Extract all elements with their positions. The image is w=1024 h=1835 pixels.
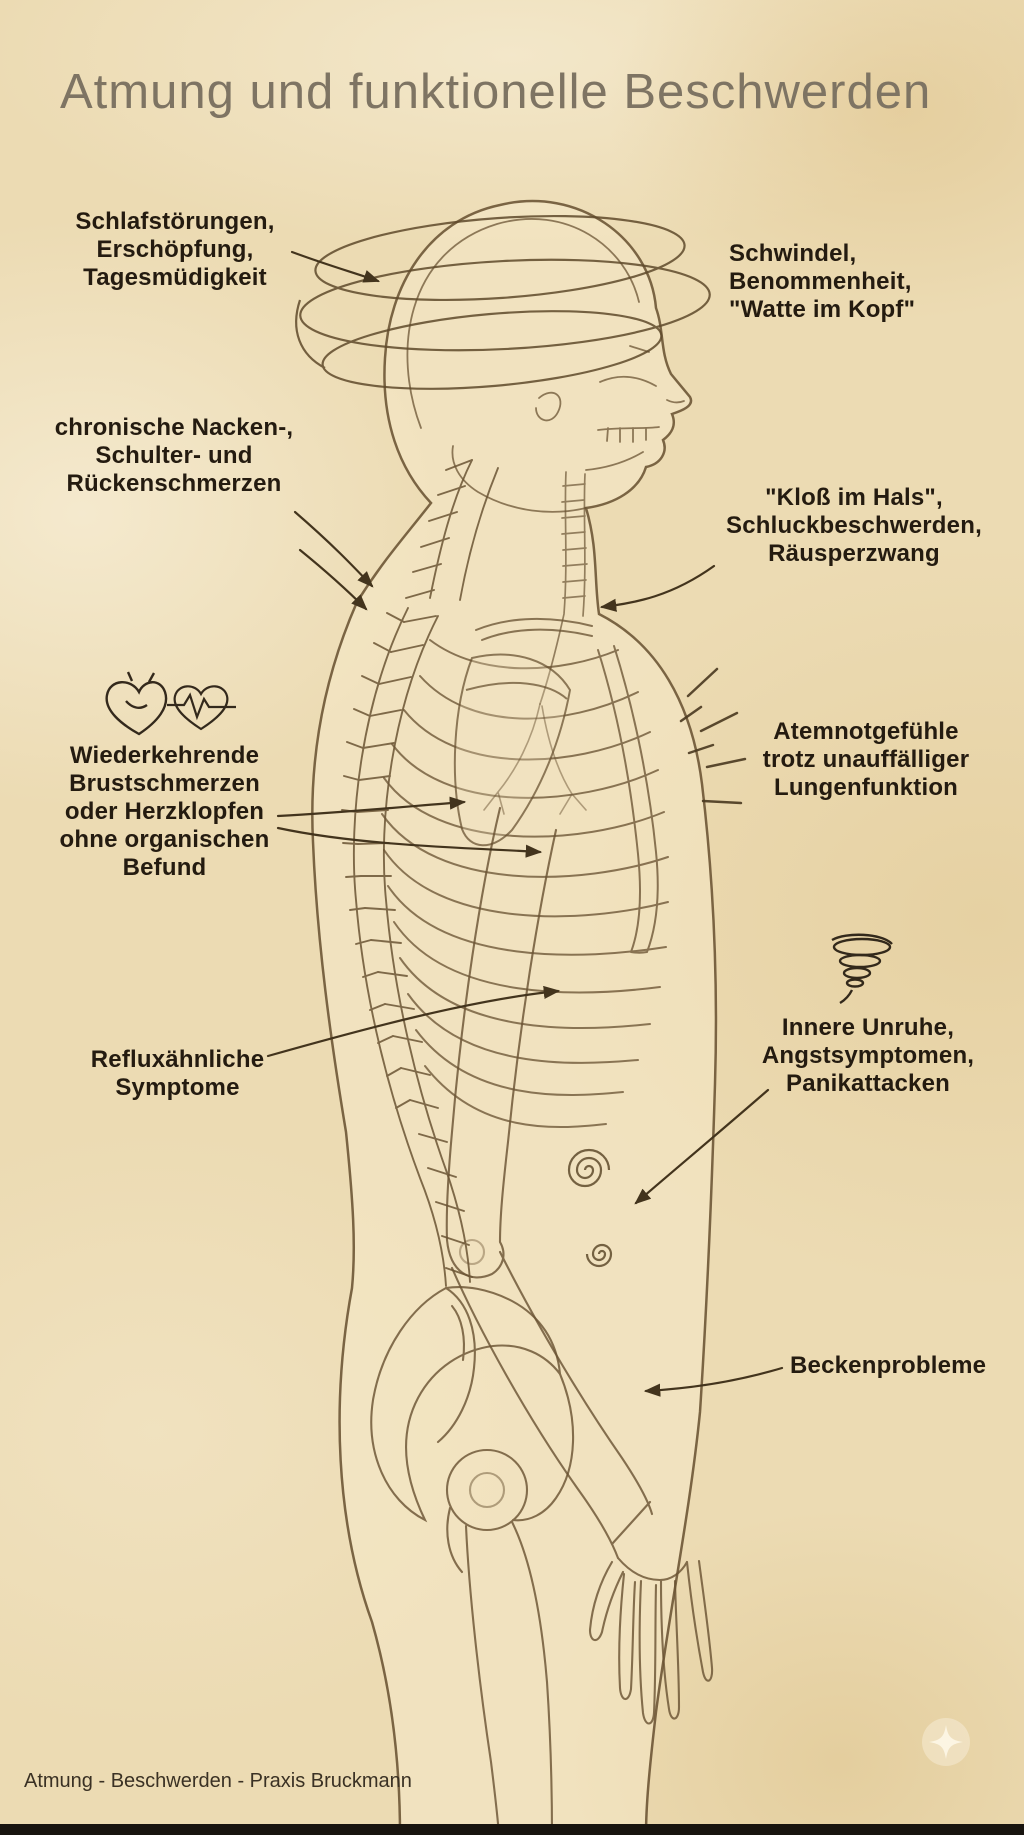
arrow-reflux bbox=[266, 985, 561, 1058]
arm-hand-detail bbox=[445, 806, 714, 1725]
annotation-arrows bbox=[266, 250, 784, 1397]
arrow-chest-upper bbox=[276, 796, 467, 818]
tornado-swirl-icon bbox=[831, 933, 893, 1005]
breathlessness-rays-icon bbox=[679, 667, 747, 805]
dizziness-rings-icon bbox=[295, 214, 711, 390]
label-pelvic-problems: Beckenprobleme bbox=[790, 1352, 987, 1379]
arrow-sleep-to-head bbox=[290, 250, 381, 283]
label-breathlessness: Atemnotgefühle trotz unauffälliger Lunge… bbox=[762, 718, 970, 802]
arrow-pelvis bbox=[643, 1366, 784, 1397]
trachea-detail bbox=[539, 471, 588, 705]
label-sleep-fatigue: Schlafstörungen, Erschöpfung, Tagesmüdig… bbox=[75, 208, 275, 292]
bronchi-detail bbox=[483, 703, 587, 815]
footer-credit: Atmung - Beschwerden - Praxis Bruckmann bbox=[24, 1770, 412, 1792]
label-dizziness: Schwindel, Benommenheit, "Watte im Kopf" bbox=[729, 240, 916, 324]
heart-icon bbox=[105, 671, 168, 736]
arrow-anxiety bbox=[634, 1088, 770, 1205]
arrow-chest-lower bbox=[276, 826, 543, 858]
sparkle-icon bbox=[922, 1718, 970, 1766]
spine-detail bbox=[341, 459, 499, 1287]
skull-detail bbox=[406, 218, 685, 513]
label-neck-shoulder-back-pain: chronische Nacken-, Schulter- und Rücken… bbox=[54, 414, 294, 498]
label-anxiety-panic: Innere Unruhe, Angstsymptomen, Panikatta… bbox=[761, 1014, 975, 1098]
page-title: Atmung und funktionelle Beschwerden bbox=[60, 65, 932, 119]
arrow-neck-lower bbox=[298, 548, 368, 611]
label-chest-pain-palpitations: Wiederkehrende Brustschmerzen oder Herzk… bbox=[59, 742, 270, 882]
body-silhouette bbox=[311, 199, 718, 1835]
heart-ecg-icon bbox=[167, 685, 236, 731]
abdominal-spirals bbox=[567, 1148, 613, 1268]
arrow-throat bbox=[599, 564, 716, 612]
label-throat-swallowing: "Kloß im Hals", Schluckbeschwerden, Räus… bbox=[726, 484, 982, 568]
label-reflux-symptoms: Refluxähnliche Symptome bbox=[90, 1046, 265, 1102]
bottom-edge-bar bbox=[0, 1824, 1024, 1835]
arrow-neck-upper bbox=[293, 510, 374, 588]
scapula-detail bbox=[453, 653, 572, 847]
